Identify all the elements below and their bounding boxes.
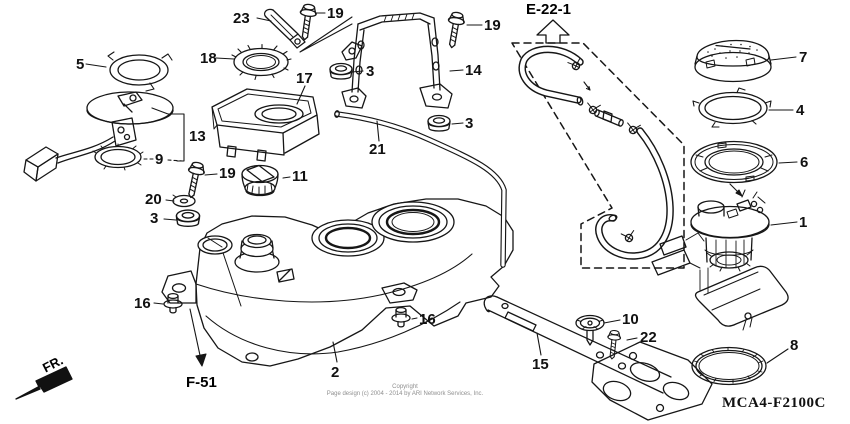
washer-20 (172, 194, 196, 208)
part-callout-16b[interactable]: 16 (419, 311, 436, 328)
part-callout-15[interactable]: 15 (532, 356, 549, 373)
part-callout-11[interactable]: 11 (292, 168, 308, 185)
part-callout-21[interactable]: 21 (369, 141, 386, 158)
fuel-hose-assembly (518, 45, 674, 260)
fuel-pump-assembly-1 (651, 189, 789, 331)
copyright-line-2: Page design (c) 2004 - 2014 by ARI Netwo… (326, 391, 484, 397)
meter-cover-17 (211, 88, 320, 162)
setting-plate-23 (263, 8, 306, 49)
part-callout-8[interactable]: 8 (790, 337, 799, 354)
tank-bracket-15 (483, 295, 713, 421)
bolt-16b (391, 306, 411, 328)
grommet-3c (175, 209, 201, 227)
retainer-ring-5 (107, 51, 173, 92)
part-callout-22[interactable]: 22 (640, 329, 657, 346)
grommet-3a (329, 62, 353, 80)
diagram-code: MCA4-F2100C (722, 395, 826, 411)
copyright-line-1: Copyright (392, 384, 418, 390)
ref-label-f-51: F-51 (186, 374, 217, 391)
part-callout-14[interactable]: 14 (465, 62, 482, 79)
part-callout-7[interactable]: 7 (799, 49, 808, 66)
fuel-level-sensor-13 (23, 91, 174, 182)
front-direction-arrow-icon (15, 366, 73, 400)
gasket-ring-9 (92, 143, 144, 171)
part-callout-3a[interactable]: 3 (366, 63, 375, 80)
e-22-1-arrow-icon (536, 19, 570, 44)
part-callout-23[interactable]: 23 (233, 10, 250, 27)
packing-ring-4 (692, 87, 772, 128)
locking-ring-18 (231, 43, 292, 81)
part-callout-5[interactable]: 5 (76, 56, 85, 73)
copyright-text: Copyright Page design (c) 2004 - 2014 by… (300, 384, 510, 398)
part-callout-18[interactable]: 18 (200, 50, 217, 67)
bolt-19c (182, 160, 207, 200)
breather-hose-21 (334, 110, 507, 268)
leader-lines (85, 12, 798, 367)
part-callout-19b[interactable]: 19 (484, 17, 501, 34)
bolt-19b (443, 10, 467, 50)
rubber-cushion-10 (575, 314, 605, 346)
fuel-tank-2 (161, 198, 514, 367)
part-callout-20[interactable]: 20 (145, 191, 162, 208)
part-callout-19c[interactable]: 19 (219, 165, 236, 182)
o-ring-8 (691, 346, 767, 386)
part-callout-1[interactable]: 1 (799, 214, 808, 231)
part-callout-19a[interactable]: 19 (327, 5, 344, 22)
part-callout-3b[interactable]: 3 (465, 115, 474, 132)
setting-ring-6 (690, 140, 778, 184)
part-callout-10[interactable]: 10 (622, 311, 639, 328)
part-callout-2[interactable]: 2 (331, 364, 340, 381)
part-callout-13[interactable]: 13 (189, 128, 206, 145)
ref-label-e-22-1: E-22-1 (526, 1, 572, 18)
part-callout-6[interactable]: 6 (800, 154, 809, 171)
part-callout-9[interactable]: 9 (155, 151, 164, 168)
bracket-stay-14 (341, 12, 453, 109)
cap-knob-11 (241, 164, 279, 197)
grommet-3b (427, 114, 451, 132)
fuel-cap-7 (694, 39, 772, 83)
part-callout-16a[interactable]: 16 (134, 295, 151, 312)
part-callout-3c[interactable]: 3 (150, 210, 159, 227)
e-22-1-dashed-box (511, 42, 685, 269)
part-callout-4[interactable]: 4 (796, 102, 805, 119)
part-callout-17[interactable]: 17 (296, 70, 313, 87)
